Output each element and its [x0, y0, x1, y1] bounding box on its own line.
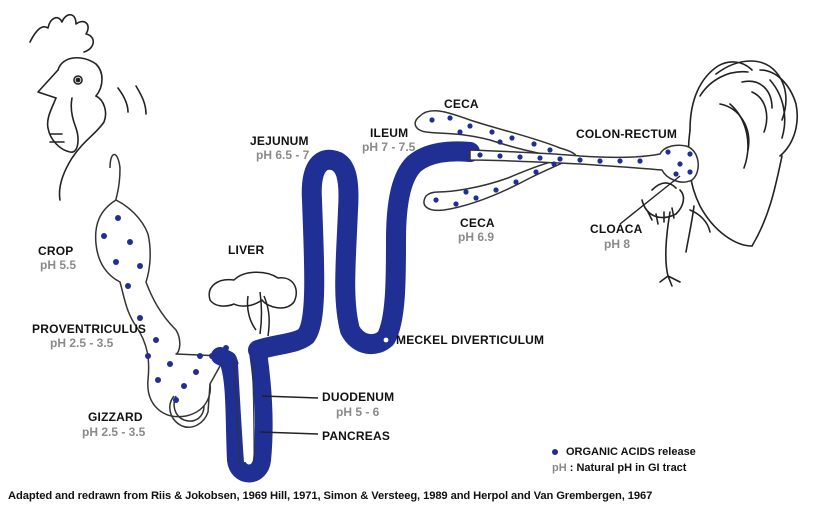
duodenum-label: DUODENUM [322, 390, 394, 404]
legend-acids-text: ORGANIC ACIDS release [566, 446, 696, 458]
legend-ph: pH : Natural pH in GI tract [552, 462, 686, 474]
ceca-top-label: CECA [444, 97, 479, 111]
cloaca-ph: pH 8 [604, 237, 630, 251]
ileum-label: ILEUM [370, 126, 408, 140]
ileum-ph: pH 7 - 7.5 [362, 140, 415, 154]
jejunum-ph: pH 6.5 - 7 [256, 148, 309, 162]
ceca-bottom-label: CECA [460, 216, 495, 230]
crop-label: CROP [38, 244, 73, 258]
legend-organic-acids: ORGANIC ACIDS release [552, 446, 696, 458]
colon-rectum-label: COLON-RECTUM [576, 127, 677, 141]
legend-dot-icon [552, 449, 558, 455]
rooster-head-drawing [30, 15, 146, 200]
jejunum-label: JEJUNUM [250, 134, 309, 148]
pancreas-label: PANCREAS [322, 429, 390, 443]
liver-label: LIVER [228, 243, 264, 257]
foregut-drawing [96, 155, 222, 428]
duodenum-drawing [220, 352, 264, 474]
ceca-bottom-ph: pH 6.9 [458, 230, 494, 244]
proventriculus-ph: pH 2.5 - 3.5 [50, 336, 113, 350]
liver-drawing [209, 272, 296, 336]
cloaca-label: CLOACA [590, 222, 643, 236]
gizzard-ph: pH 2.5 - 3.5 [82, 425, 145, 439]
proventriculus-label: PROVENTRICULUS [32, 322, 146, 336]
legend-ph-text: : Natural pH in GI tract [567, 462, 687, 474]
legend-ph-prefix: pH [552, 462, 567, 474]
small-intestine-drawing [258, 151, 470, 350]
meckel-diverticulum-label: MECKEL DIVERTICULUM [396, 333, 544, 347]
gizzard-label: GIZZARD [88, 410, 143, 424]
crop-ph: pH 5.5 [40, 258, 76, 272]
duodenum-ph: pH 5 - 6 [336, 405, 379, 419]
source-caption: Adapted and redrawn from Riis & Jokobsen… [8, 490, 816, 502]
